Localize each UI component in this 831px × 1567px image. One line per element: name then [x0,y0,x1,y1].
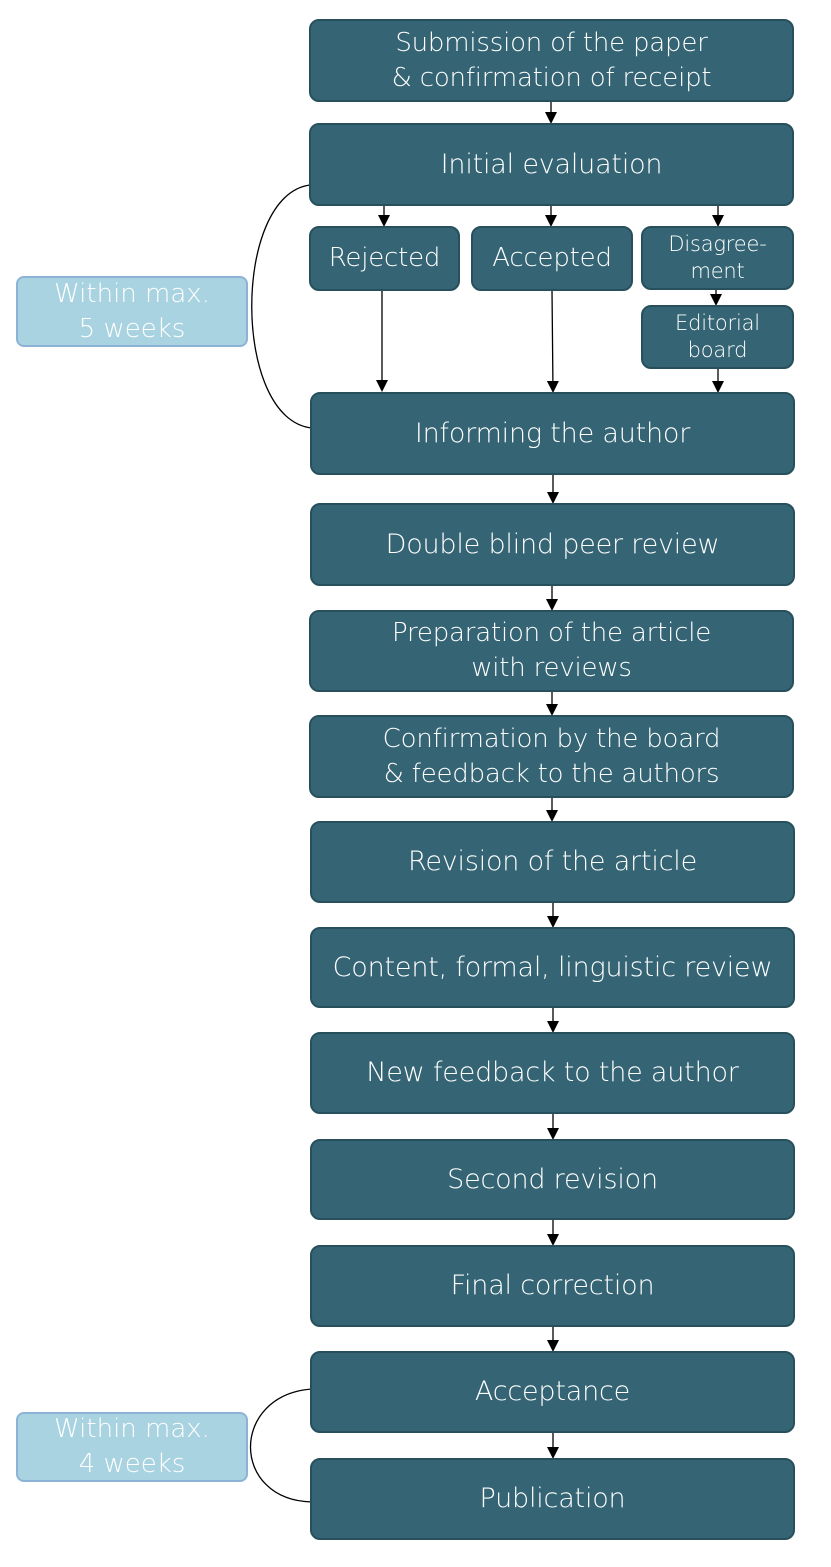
bracket-second-deadline [250,1388,313,1503]
step-informing-author-label: Informing the author [414,417,691,449]
step-accepted-label: Accepted [492,243,612,273]
step-disagreement-label: Disagree- ment [668,232,767,283]
step-acceptance-label: Acceptance [474,1376,631,1407]
step-informing-author: Informing the author [310,392,795,475]
step-publication: Publication [310,1458,795,1540]
note-first-deadline-label: Within max. 5 weeks [54,278,210,344]
note-second-deadline-label: Within max. 4 weeks [54,1414,210,1479]
step-revision: Revision of the article [310,821,795,903]
step-accepted: Accepted [471,226,633,291]
note-second-deadline: Within max. 4 weeks [16,1412,248,1482]
step-disagreement: Disagree- ment [641,226,794,290]
step-peer-review: Double blind peer review [310,503,795,586]
step-submission: Submission of the paper & confirmation o… [309,19,794,102]
step-rejected-label: Rejected [328,243,441,273]
step-content-review: Content, formal, linguistic review [310,927,795,1008]
step-submission-label: Submission of the paper & confirmation o… [391,27,712,93]
step-preparation-label: Preparation of the article with reviews [391,618,712,683]
step-preparation: Preparation of the article with reviews [309,610,794,692]
step-confirmation: Confirmation by the board & feedback to … [309,715,794,798]
step-second-revision-label: Second revision [447,1163,658,1195]
step-second-revision: Second revision [310,1139,795,1220]
step-new-feedback: New feedback to the author [310,1032,795,1114]
step-publication-label: Publication [479,1483,626,1514]
step-new-feedback-label: New feedback to the author [366,1057,739,1088]
step-initial-evaluation-label: Initial evaluation [440,148,663,180]
step-final-correction: Final correction [310,1245,795,1327]
step-editorial-board: Editorial board [641,305,794,369]
step-confirmation-label: Confirmation by the board & feedback to … [382,723,721,789]
step-final-correction-label: Final correction [450,1270,655,1301]
step-initial-evaluation: Initial evaluation [309,123,794,206]
note-first-deadline: Within max. 5 weeks [16,276,248,347]
step-content-review-label: Content, formal, linguistic review [332,951,773,983]
step-acceptance: Acceptance [310,1351,795,1433]
arrow-accepted-to-informing [546,289,559,393]
step-rejected: Rejected [309,226,460,291]
step-revision-label: Revision of the article [407,846,697,877]
step-editorial-board-label: Editorial board [675,311,760,362]
step-peer-review-label: Double blind peer review [385,528,720,560]
bracket-first-deadline [251,184,313,429]
